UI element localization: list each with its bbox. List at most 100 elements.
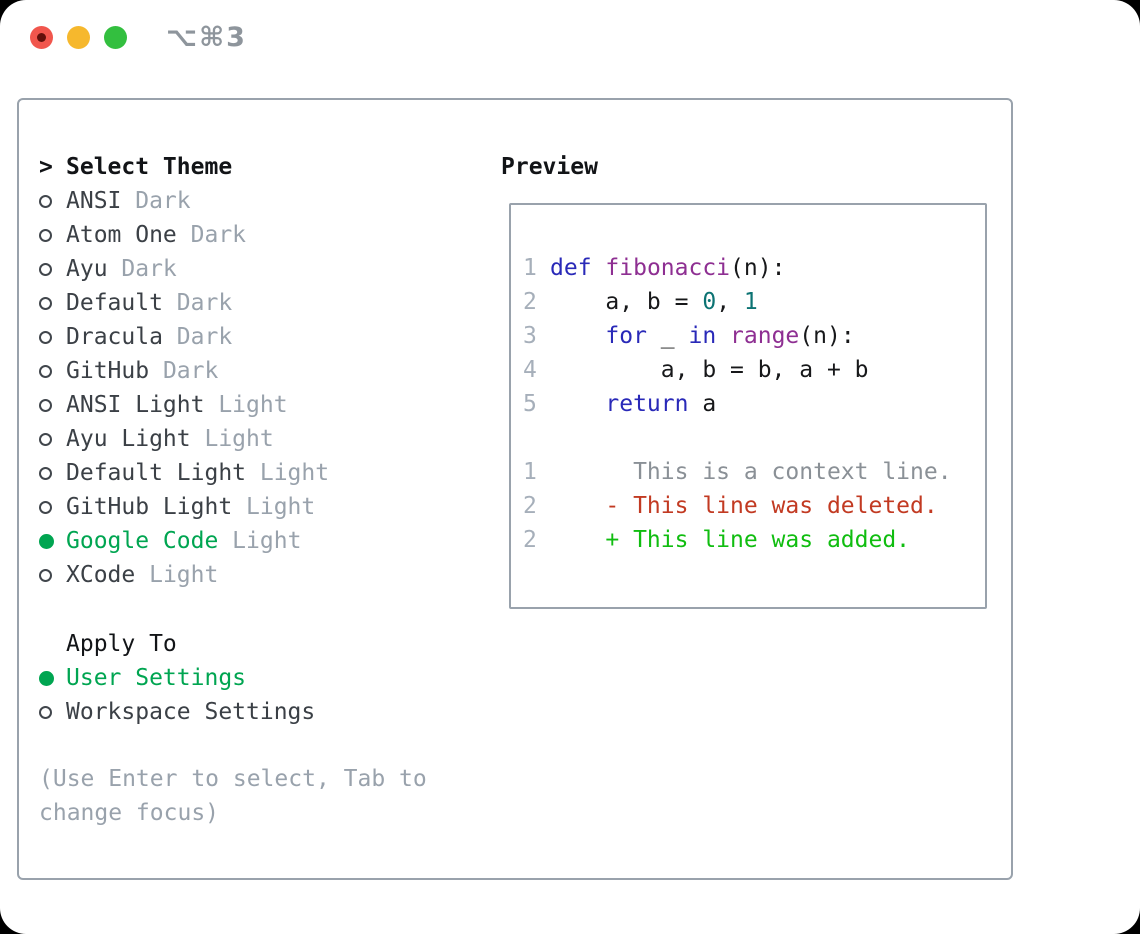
theme-variant: Light bbox=[135, 562, 219, 588]
help-text: (Use Enter to select, Tab to change focu… bbox=[39, 766, 427, 826]
theme-name: Ayu Light bbox=[66, 426, 191, 452]
code-segment: (n): bbox=[730, 255, 786, 281]
theme-name: GitHub Light bbox=[66, 494, 233, 520]
theme-name: Atom One bbox=[66, 222, 177, 248]
line-number: 1 bbox=[523, 459, 551, 485]
diff-text: + This line was added. bbox=[550, 527, 911, 553]
code-segment: a bbox=[688, 391, 717, 417]
theme-option[interactable]: Ayu Light Light bbox=[39, 422, 329, 456]
theme-name: Google Code bbox=[66, 528, 219, 554]
theme-option[interactable]: GitHub Light Light bbox=[39, 490, 329, 524]
theme-name: Default Light bbox=[66, 460, 247, 486]
theme-name: ANSI bbox=[66, 188, 122, 214]
theme-name: ANSI Light bbox=[66, 392, 205, 418]
radio-icon bbox=[39, 466, 66, 480]
diff-line: 2 - This line was deleted. bbox=[523, 489, 985, 523]
theme-variant: Dark bbox=[121, 188, 191, 214]
code-segment: a, b = b, a + b bbox=[550, 357, 869, 383]
theme-option[interactable]: Atom One Dark bbox=[39, 218, 329, 252]
theme-variant: Light bbox=[218, 528, 302, 554]
theme-variant: Dark bbox=[176, 222, 247, 248]
code-line: 1 def fibonacci(n): bbox=[523, 251, 985, 285]
line-number: 4 bbox=[523, 357, 551, 383]
theme-variant: Light bbox=[246, 460, 330, 486]
code-segment bbox=[716, 323, 730, 349]
select-theme-header: > Select Theme bbox=[39, 150, 329, 184]
theme-variant: Dark bbox=[162, 290, 233, 316]
theme-variant: Light bbox=[204, 392, 288, 418]
diff-text: - This line was deleted. bbox=[550, 493, 938, 519]
line-number: 2 bbox=[523, 527, 551, 553]
code-segment: in bbox=[688, 323, 717, 349]
radio-icon bbox=[39, 568, 66, 582]
focus-caret-icon: > bbox=[39, 154, 53, 180]
theme-option[interactable]: ANSI Light Light bbox=[39, 388, 329, 422]
apply-option-label: Workspace Settings bbox=[66, 699, 316, 725]
code-line: 5 return a bbox=[523, 387, 985, 421]
theme-option[interactable]: Dracula Dark bbox=[39, 320, 329, 354]
theme-option[interactable]: Default Light Light bbox=[39, 456, 329, 490]
line-number: 5 bbox=[523, 391, 551, 417]
code-segment: fibonacci bbox=[605, 255, 731, 281]
code-segment: 1 bbox=[743, 289, 758, 315]
radio-icon bbox=[39, 432, 66, 446]
radio-selected-icon bbox=[39, 670, 66, 686]
line-number: 2 bbox=[523, 289, 551, 315]
code-segment: _ bbox=[646, 323, 689, 349]
code-line: 4 a, b = b, a + b bbox=[523, 353, 985, 387]
minimize-button[interactable] bbox=[67, 26, 90, 49]
theme-variant: Dark bbox=[162, 324, 233, 350]
theme-option[interactable]: Ayu Dark bbox=[39, 252, 329, 286]
radio-icon bbox=[39, 296, 66, 310]
apply-option[interactable]: User Settings bbox=[39, 661, 315, 695]
zoom-button[interactable] bbox=[104, 26, 127, 49]
theme-option[interactable]: XCode Light bbox=[39, 558, 329, 592]
radio-icon bbox=[39, 500, 66, 514]
code-segment: 0 bbox=[702, 289, 717, 315]
radio-icon bbox=[39, 228, 66, 242]
theme-variant: Light bbox=[190, 426, 274, 452]
window-title-shortcut: ⌥⌘3 bbox=[166, 22, 247, 53]
apply-option[interactable]: Workspace Settings bbox=[39, 695, 315, 729]
code-segment: return bbox=[605, 391, 689, 417]
code-segment: , bbox=[716, 289, 744, 315]
theme-option[interactable]: GitHub Dark bbox=[39, 354, 329, 388]
radio-icon bbox=[39, 364, 66, 378]
theme-name: Dracula bbox=[66, 324, 163, 350]
radio-icon bbox=[39, 398, 66, 412]
code-segment: range bbox=[730, 323, 800, 349]
theme-option[interactable]: ANSI Dark bbox=[39, 184, 329, 218]
apply-option-label: User Settings bbox=[66, 665, 247, 691]
radio-selected-icon bbox=[39, 533, 66, 549]
theme-variant: Light bbox=[232, 494, 316, 520]
apply-to-label: Apply To bbox=[66, 631, 177, 657]
theme-name: Ayu bbox=[66, 256, 108, 282]
code-segment: (n): bbox=[799, 323, 855, 349]
theme-option[interactable]: Google Code Light bbox=[39, 524, 329, 558]
code-segment: a, b = bbox=[550, 289, 703, 315]
diff-line: 1 This is a context line. bbox=[523, 455, 985, 489]
theme-name: GitHub bbox=[66, 358, 150, 384]
preview-title: Preview bbox=[501, 154, 598, 180]
theme-option[interactable]: Default Dark bbox=[39, 286, 329, 320]
titlebar: ⌥⌘3 bbox=[0, 0, 1140, 74]
code-segment bbox=[550, 391, 605, 417]
diff-text: This is a context line. bbox=[550, 459, 952, 485]
line-number: 2 bbox=[523, 493, 551, 519]
close-button[interactable] bbox=[30, 26, 53, 49]
line-number: 1 bbox=[523, 255, 551, 281]
select-theme-header-label: Select Theme bbox=[66, 154, 233, 180]
line-number: 3 bbox=[523, 323, 551, 349]
code-segment: def bbox=[550, 255, 592, 281]
radio-icon bbox=[39, 330, 66, 344]
theme-name: Default bbox=[66, 290, 163, 316]
code-segment: for bbox=[605, 323, 647, 349]
code-segment bbox=[592, 255, 606, 281]
radio-icon bbox=[39, 262, 66, 276]
theme-variant: Dark bbox=[107, 256, 177, 282]
